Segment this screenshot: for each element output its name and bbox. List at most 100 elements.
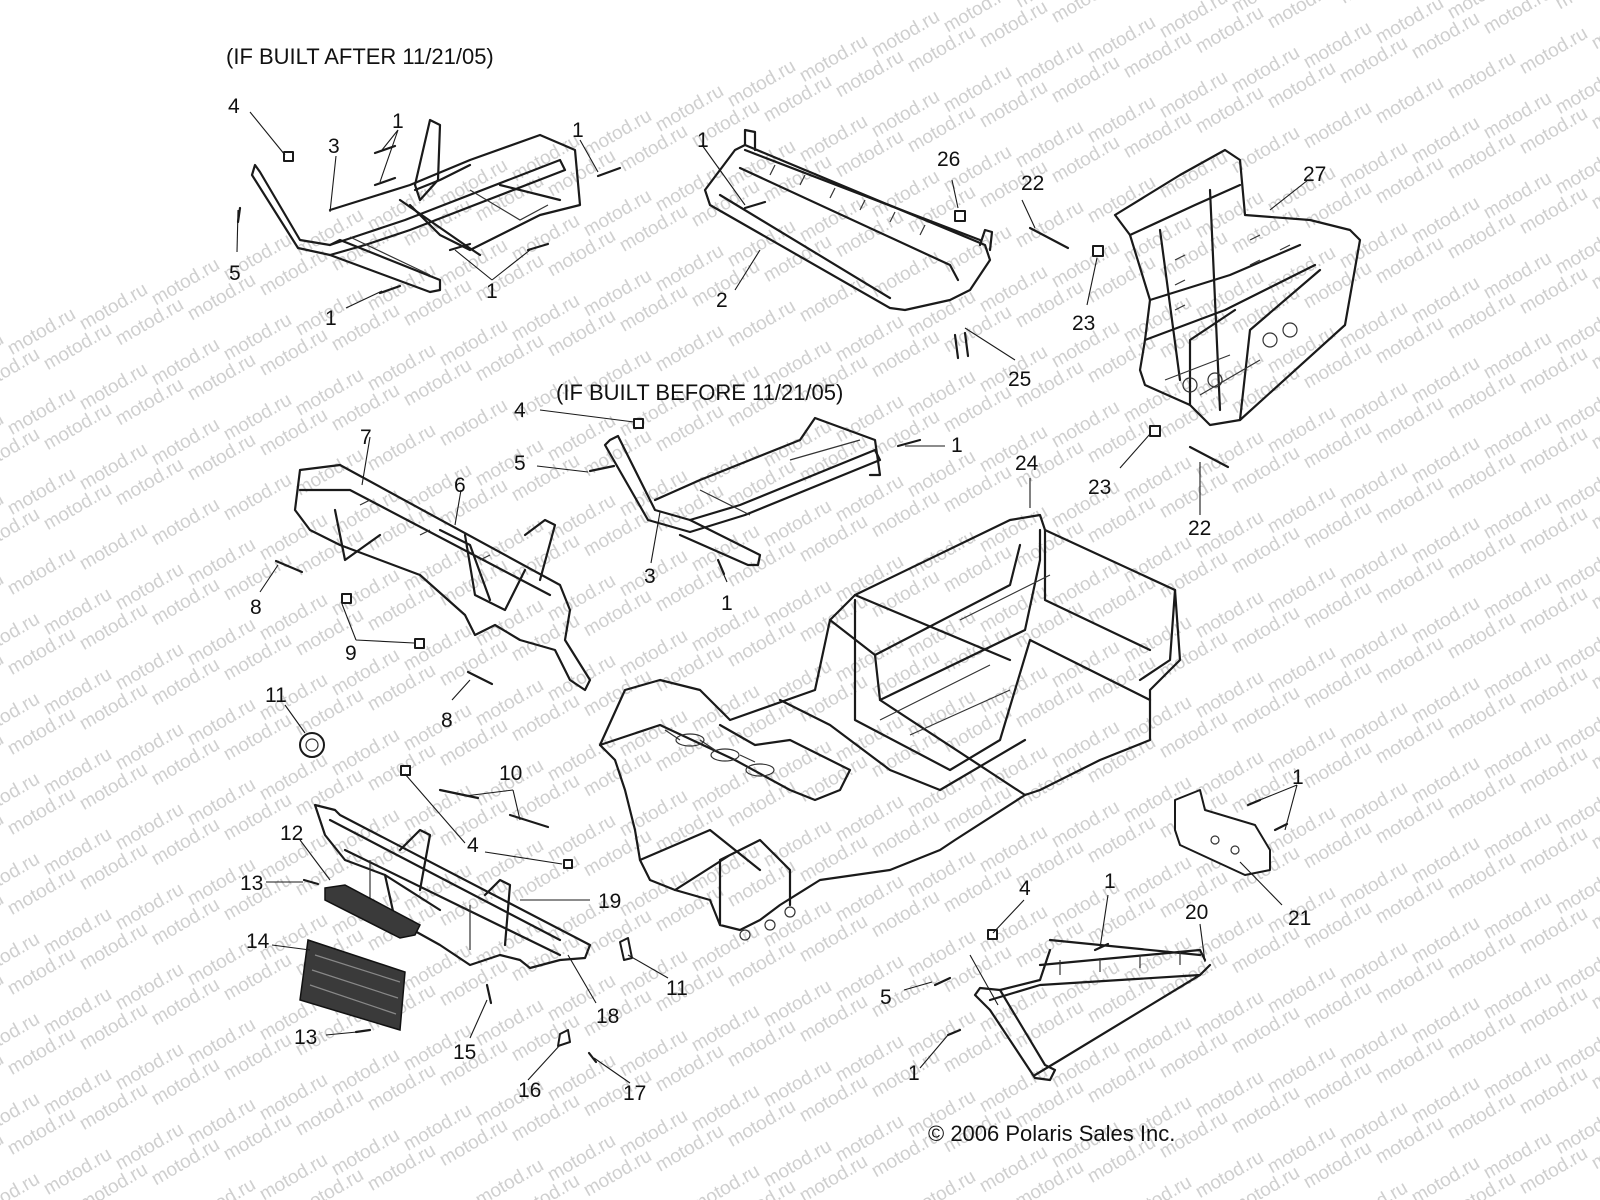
callout-1: 1 [392,110,404,133]
callout-18: 6 [454,474,466,497]
callout-22: 3 [644,565,656,588]
nut-26 [954,210,966,222]
nut-23-a [1092,245,1104,257]
callout-0: 4 [228,95,240,118]
watermark-text: motod.ru [1120,0,1195,3]
watermark-text: motod.ru [1336,0,1411,8]
watermark-text: motod.ru [1120,1172,1195,1200]
callout-16: 7 [360,426,372,449]
callout-28: 10 [499,762,522,785]
watermark-text: motod.ru [1480,0,1555,39]
caption-built-before: (IF BUILT BEFORE 11/21/05) [556,380,843,405]
watermark-text: motod.ru [1084,172,1159,228]
part-27-cage-frame [1113,148,1362,427]
watermark-text: motod.ru [0,969,7,1025]
part-14-grille-panel [299,939,406,1031]
callout-12: 23 [1072,312,1095,335]
callout-5: 26 [937,148,960,171]
nut-9-a [341,593,352,604]
callout-15: 1 [951,434,963,457]
callout-14: 4 [514,399,526,422]
watermark-text: motod.ru [1588,0,1600,54]
watermark-text: motod.ru [1552,0,1600,14]
watermark-text: motod.ru [0,1129,7,1185]
callout-45: 16 [518,1079,541,1102]
callout-33: 19 [598,890,621,913]
callout-32: 13 [240,872,263,895]
callout-17: 5 [514,452,526,475]
clip-16 [557,1029,571,1047]
callout-4: 1 [697,129,709,152]
watermark-text: motod.ru [0,729,7,785]
watermark-text: motod.ru [1444,48,1519,104]
callout-13: 25 [1008,368,1031,391]
watermark-text: motod.ru [724,296,799,352]
part-20-lower-step-frame [973,938,1212,1082]
callout-31: 1 [1292,766,1304,789]
watermark-text: motod.ru [1516,23,1591,79]
callout-38: 14 [246,930,270,953]
clip-11-b [619,937,633,961]
part-12-grille-strip [324,884,421,939]
watermark-text: motod.ru [0,569,7,625]
watermark-text: motod.ru [0,344,43,400]
watermark-text: motod.ru [688,1161,763,1200]
nut-4-before [633,418,644,429]
watermark-text: motod.ru [1300,97,1375,153]
watermark-text: motod.ru [184,1174,259,1200]
grommet-11-a [299,732,325,758]
callout-26: 8 [441,709,453,732]
copyright-notice: © 2006 Polaris Sales Inc. [928,1121,1175,1146]
watermark-text: motod.ru [1264,0,1339,33]
callout-34: 4 [1019,877,1031,900]
part-24-main-chassis [598,513,1182,941]
callout-8: 5 [229,262,241,285]
part-21-bracket [1174,789,1271,876]
watermark-text: motod.ru [436,395,511,451]
callout-41: 18 [596,1005,619,1028]
callout-35: 1 [1104,870,1116,893]
callout-7: 27 [1303,163,1326,186]
watermark-text: motod.ru [0,1049,7,1105]
callout-11: 2 [716,289,728,312]
callout-6: 22 [1021,172,1044,195]
watermark-text: motod.ru [1372,73,1447,129]
nut-23-b [1149,425,1161,437]
watermark-text: motod.ru [868,246,943,302]
callout-24: 1 [721,592,733,615]
watermark-text: motod.ru [1012,197,1087,253]
watermark-text: motod.ru [1228,122,1303,178]
callout-44: 1 [908,1062,920,1085]
callout-20: 23 [1088,476,1111,499]
callout-29: 4 [467,834,479,857]
callout-10: 1 [486,280,498,303]
watermark-text: motod.ru [4,544,79,600]
watermark-text: motod.ru [0,424,43,480]
nut-9-b [414,638,425,649]
callout-19: 24 [1015,452,1039,475]
callout-25: 9 [345,642,357,665]
caption-built-after: (IF BUILT AFTER 11/21/05) [226,44,494,69]
watermark-text: motod.ru [1048,0,1123,28]
nut-4-after [283,151,294,162]
leader-lines [236,111,1309,1084]
watermark-text: motod.ru [0,649,7,705]
watermark-text: motod.ru [0,889,7,945]
watermark-text: motod.ru [148,494,223,550]
callout-9: 1 [325,307,337,330]
watermark-text: motod.ru [0,809,7,865]
watermark-text: motod.ru [904,1166,979,1200]
callout-layer: 4 1 3 1 1 26 22 27 5 1 1 2 23 25 4 1 7 5… [228,95,1326,1105]
callout-40: 5 [880,986,892,1009]
watermark-text: motod.ru [220,469,295,525]
nut-4-bumper [400,765,411,776]
watermark-text: motod.ru [0,1169,43,1200]
callout-42: 13 [294,1026,317,1049]
watermark-text: motod.ru [652,321,727,377]
part-18-front-bumper [313,803,592,970]
callout-36: 20 [1185,901,1208,924]
callout-46: 17 [623,1082,646,1105]
callout-23: 8 [250,596,262,619]
callout-39: 11 [666,977,688,1000]
